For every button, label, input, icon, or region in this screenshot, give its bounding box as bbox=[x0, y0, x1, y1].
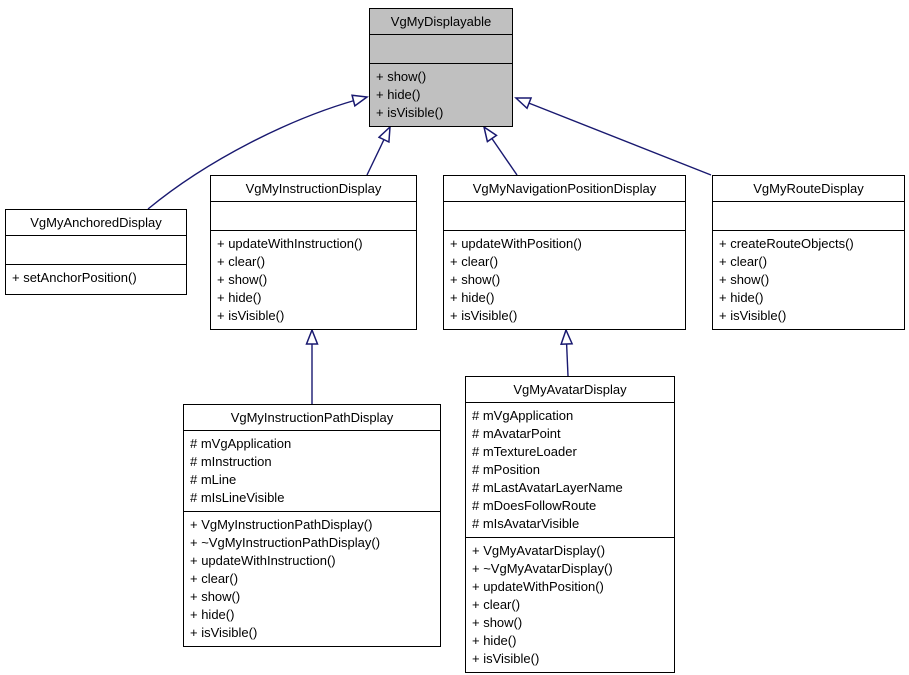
member-line: + hide() bbox=[450, 290, 495, 305]
class-attributes-section bbox=[6, 236, 186, 265]
member-line: + ~VgMyAvatarDisplay() bbox=[472, 561, 613, 576]
class-methods-section: + createRouteObjects() + clear() + show() +… bbox=[713, 231, 904, 329]
class-methods-section: + show() + hide() + isVisible() bbox=[370, 64, 512, 126]
class-attributes-section bbox=[444, 202, 685, 231]
class-title: VgMyNavigationPositionDisplay bbox=[444, 176, 685, 202]
class-title: VgMyRouteDisplay bbox=[713, 176, 904, 202]
member-line: + ~VgMyInstructionPathDisplay() bbox=[190, 535, 381, 550]
member-line: # mPosition bbox=[472, 462, 540, 477]
member-line: # mIsLineVisible bbox=[190, 490, 285, 505]
member-line: + VgMyAvatarDisplay() bbox=[472, 543, 606, 558]
class-methods-section: + VgMyInstructionPathDisplay() + ~VgMyIns… bbox=[184, 512, 440, 646]
class-box-vgmynavigationpositiondisplay[interactable]: VgMyNavigationPositionDisplay + updateWi… bbox=[443, 175, 686, 330]
inheritance-arrow-avatar-to-navigation bbox=[566, 330, 568, 377]
member-line: + hide() bbox=[217, 290, 262, 305]
member-line: + isVisible() bbox=[719, 308, 787, 323]
class-box-vgmyinstructionpathdisplay[interactable]: VgMyInstructionPathDisplay # mVgApplicat… bbox=[183, 404, 441, 647]
member-line: # mLastAvatarLayerName bbox=[472, 480, 623, 495]
member-line: + isVisible() bbox=[190, 625, 258, 640]
class-methods-section: + updateWithPosition() + clear() + show() +… bbox=[444, 231, 685, 329]
member-line: + isVisible() bbox=[217, 308, 285, 323]
class-methods-section: + VgMyAvatarDisplay() + ~VgMyAvatarDispla… bbox=[466, 538, 674, 672]
member-line: # mVgApplication bbox=[190, 436, 292, 451]
member-line: + VgMyInstructionPathDisplay() bbox=[190, 517, 373, 532]
member-line: + show() bbox=[472, 615, 523, 630]
member-line: + show() bbox=[190, 589, 241, 604]
member-line: # mAvatarPoint bbox=[472, 426, 561, 441]
class-box-vgmydisplayable[interactable]: VgMyDisplayable + show() + hide() + isVisi… bbox=[369, 8, 513, 127]
inheritance-arrow-navigation-to-displayable bbox=[484, 127, 518, 176]
member-line: # mInstruction bbox=[190, 454, 272, 469]
class-title: VgMyDisplayable bbox=[370, 9, 512, 35]
class-title: VgMyAnchoredDisplay bbox=[6, 210, 186, 236]
class-methods-section: + setAnchorPosition() bbox=[6, 265, 186, 294]
member-line: + updateWithInstruction() bbox=[190, 553, 336, 568]
member-line: + isVisible() bbox=[472, 651, 540, 666]
class-box-vgmyanchoreddisplay[interactable]: VgMyAnchoredDisplay + setAnchorPosition(… bbox=[5, 209, 187, 295]
inheritance-arrow-route-to-displayable bbox=[516, 98, 712, 176]
member-line: # mDoesFollowRoute bbox=[472, 498, 597, 513]
member-line: + setAnchorPosition() bbox=[12, 270, 137, 285]
class-box-vgmyroutedisplay[interactable]: VgMyRouteDisplay + createRouteObjects()+… bbox=[712, 175, 905, 330]
class-attributes-section: # mVgApplication # mAvatarPoint # mTexture… bbox=[466, 403, 674, 538]
class-attributes-section bbox=[370, 35, 512, 64]
class-attributes-section: # mVgApplication # mInstruction # mLine # m… bbox=[184, 431, 440, 512]
inheritance-arrow-instruction-to-displayable bbox=[366, 127, 390, 176]
member-line: # mTextureLoader bbox=[472, 444, 577, 459]
member-line: + updateWithPosition() bbox=[472, 579, 604, 594]
class-box-vgmyinstructiondisplay[interactable]: VgMyInstructionDisplay + updateWithInstr… bbox=[210, 175, 417, 330]
member-line: + hide() bbox=[472, 633, 517, 648]
member-line: + createRouteObjects() bbox=[719, 236, 854, 251]
member-line: + clear() bbox=[472, 597, 521, 612]
member-line: + clear() bbox=[190, 571, 239, 586]
class-box-vgmyavatardisplay[interactable]: VgMyAvatarDisplay # mVgApplication # mAva… bbox=[465, 376, 675, 673]
member-line: + hide() bbox=[376, 87, 421, 102]
member-line: + updateWithInstruction() bbox=[217, 236, 363, 251]
member-line: # mVgApplication bbox=[472, 408, 574, 423]
member-line: + show() bbox=[217, 272, 268, 287]
member-line: # mIsAvatarVisible bbox=[472, 516, 580, 531]
member-line: + clear() bbox=[719, 254, 768, 269]
member-line: + hide() bbox=[190, 607, 235, 622]
member-line: + isVisible() bbox=[450, 308, 518, 323]
class-methods-section: + updateWithInstruction() + clear() + show… bbox=[211, 231, 416, 329]
member-line: + show() bbox=[376, 69, 427, 84]
member-line: + isVisible() bbox=[376, 105, 444, 120]
member-line: + show() bbox=[719, 272, 770, 287]
member-line: + updateWithPosition() bbox=[450, 236, 582, 251]
member-line: + hide() bbox=[719, 290, 764, 305]
class-title: VgMyInstructionDisplay bbox=[211, 176, 416, 202]
class-attributes-section bbox=[211, 202, 416, 231]
class-title: VgMyInstructionPathDisplay bbox=[184, 405, 440, 431]
member-line: + clear() bbox=[450, 254, 499, 269]
member-line: + show() bbox=[450, 272, 501, 287]
member-line: # mLine bbox=[190, 472, 237, 487]
member-line: + clear() bbox=[217, 254, 266, 269]
class-attributes-section bbox=[713, 202, 904, 231]
class-title: VgMyAvatarDisplay bbox=[466, 377, 674, 403]
